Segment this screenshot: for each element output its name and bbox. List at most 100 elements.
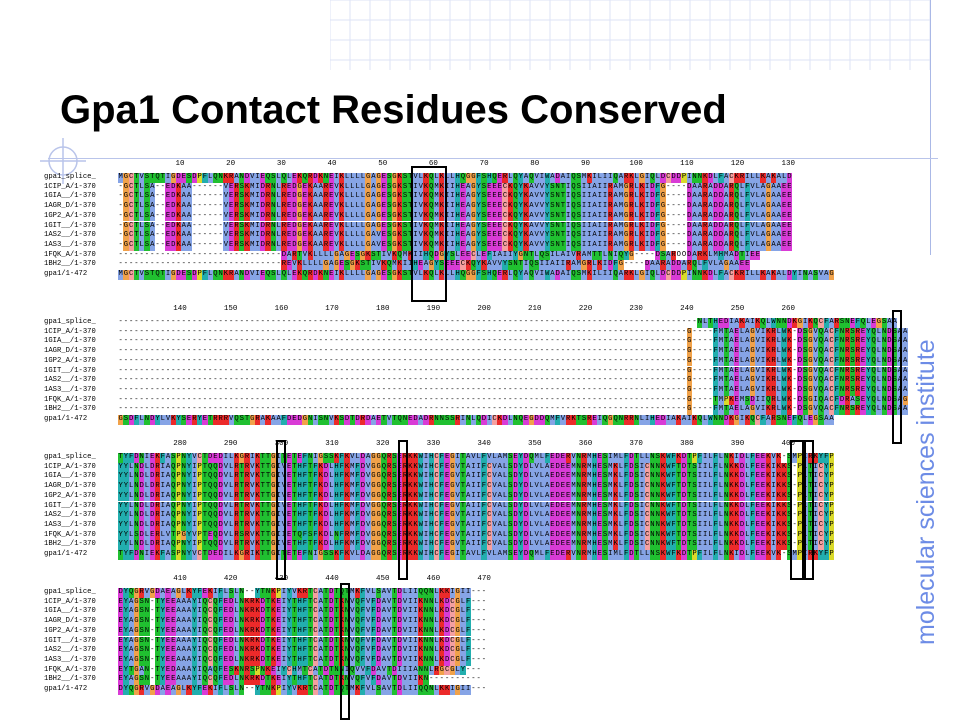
residue: A <box>770 202 777 212</box>
residue: I <box>449 211 455 222</box>
residue: - <box>628 356 635 367</box>
residue: - <box>218 347 224 357</box>
residue: Y <box>476 202 482 212</box>
residue: R <box>265 240 271 251</box>
residue: L <box>739 182 745 193</box>
residue: F <box>476 173 482 183</box>
residue: L <box>618 482 624 492</box>
residue: E <box>497 240 503 251</box>
residue: N <box>333 530 340 541</box>
residue: R <box>565 550 571 560</box>
residue: F <box>339 501 345 512</box>
residue: Q <box>154 173 161 183</box>
residue: L <box>755 173 761 183</box>
residue: - <box>586 405 592 415</box>
residue: D <box>360 453 366 463</box>
residue: - <box>302 366 308 377</box>
residue: M <box>586 491 592 502</box>
residue: L <box>528 501 534 512</box>
residue: I <box>602 182 608 193</box>
residue: K <box>423 202 429 212</box>
residue: T <box>460 511 466 521</box>
residue: T <box>265 501 271 512</box>
residue: S <box>634 520 640 531</box>
residue: T <box>686 501 692 512</box>
residue: E <box>228 182 234 193</box>
residue: C <box>128 240 134 251</box>
residue: N <box>691 173 698 183</box>
residue: - <box>275 318 282 328</box>
residue: N <box>723 501 729 512</box>
residue: S <box>507 550 513 560</box>
residue: R <box>628 202 635 212</box>
ruler-tick-label: 320 <box>375 440 390 448</box>
residue: E <box>734 337 740 348</box>
residue: - <box>476 617 482 627</box>
residue: N <box>270 221 276 232</box>
residue: - <box>523 318 529 328</box>
residue: - <box>286 376 292 386</box>
ruler-tick-label: 280 <box>173 440 187 448</box>
residue: M <box>349 540 355 550</box>
residue: T <box>723 327 729 338</box>
residue: - <box>418 356 424 367</box>
residue: I <box>813 462 819 473</box>
residue: T <box>307 588 313 598</box>
residue: - <box>428 318 434 328</box>
residue: T <box>154 617 161 627</box>
residue: - <box>270 347 276 357</box>
residue: E <box>286 231 292 241</box>
residue: - <box>196 211 203 222</box>
residue: F <box>713 356 719 367</box>
residue: Q <box>381 482 387 492</box>
residue: V <box>418 192 424 203</box>
residue: C <box>818 540 824 550</box>
residue: C <box>486 462 492 473</box>
residue: N <box>655 462 661 473</box>
residue: K <box>734 491 740 502</box>
residue: M <box>349 511 355 521</box>
residue: S <box>655 550 661 560</box>
residue: A <box>823 270 829 280</box>
residue: - <box>181 366 187 377</box>
residue: K <box>244 211 250 222</box>
residue: H <box>297 501 303 512</box>
residue: I <box>407 617 413 627</box>
residue: H <box>455 231 461 241</box>
residue: - <box>792 540 798 550</box>
residue: D <box>681 501 687 512</box>
residue: - <box>312 405 319 415</box>
residue: V <box>412 173 419 183</box>
residue: S <box>892 347 898 357</box>
residue: - <box>270 337 276 348</box>
residue: - <box>144 347 150 357</box>
residue: T <box>202 462 208 473</box>
sequence-label: 1AS3__/1-370 <box>44 385 96 394</box>
residue: - <box>291 395 298 406</box>
residue: K <box>765 540 771 550</box>
residue: A <box>128 607 134 618</box>
residue: E <box>444 530 450 541</box>
residue: K <box>691 415 698 425</box>
residue: S <box>144 192 150 203</box>
residue: Y <box>123 462 129 473</box>
residue: N <box>265 588 271 598</box>
residue: V <box>491 462 498 473</box>
residue: V <box>249 472 255 483</box>
residue: I <box>412 192 419 203</box>
residue: H <box>591 482 598 492</box>
residue: V <box>539 221 545 232</box>
residue: I <box>275 491 282 502</box>
residue: V <box>376 260 382 270</box>
residue: G <box>270 462 276 473</box>
residue: - <box>555 318 561 328</box>
residue: - <box>333 395 340 406</box>
residue: - <box>149 395 155 406</box>
residue: - <box>670 202 677 212</box>
residue: F <box>655 240 661 251</box>
residue: W <box>770 318 777 328</box>
residue: - <box>275 347 282 357</box>
residue: C <box>644 540 650 550</box>
residue: G <box>660 202 666 212</box>
residue: R <box>739 173 745 183</box>
